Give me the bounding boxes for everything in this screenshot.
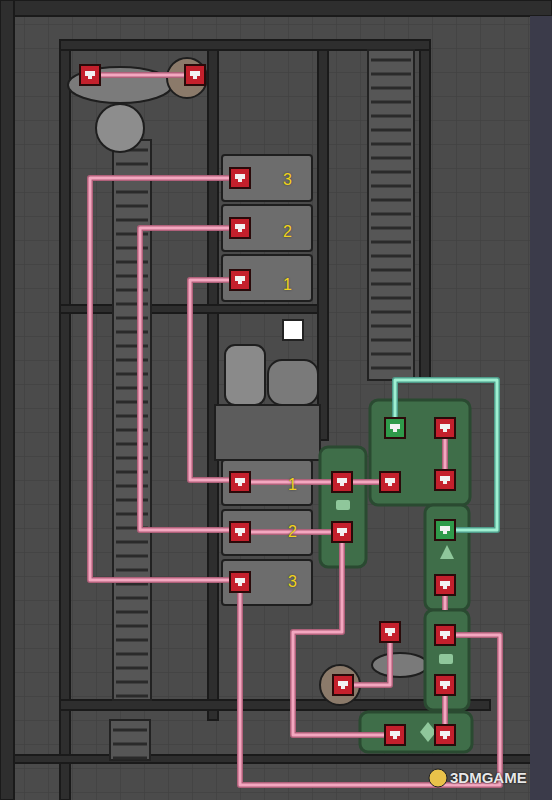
callout-number: 1 [283, 277, 292, 293]
callout-number: 3 [288, 574, 297, 590]
callout-number: 3 [283, 172, 292, 188]
callout-number: 2 [288, 524, 297, 540]
callout-number: 2 [283, 224, 292, 240]
watermark: 3DMGAME [450, 770, 527, 786]
callout-number: 1 [288, 477, 297, 493]
